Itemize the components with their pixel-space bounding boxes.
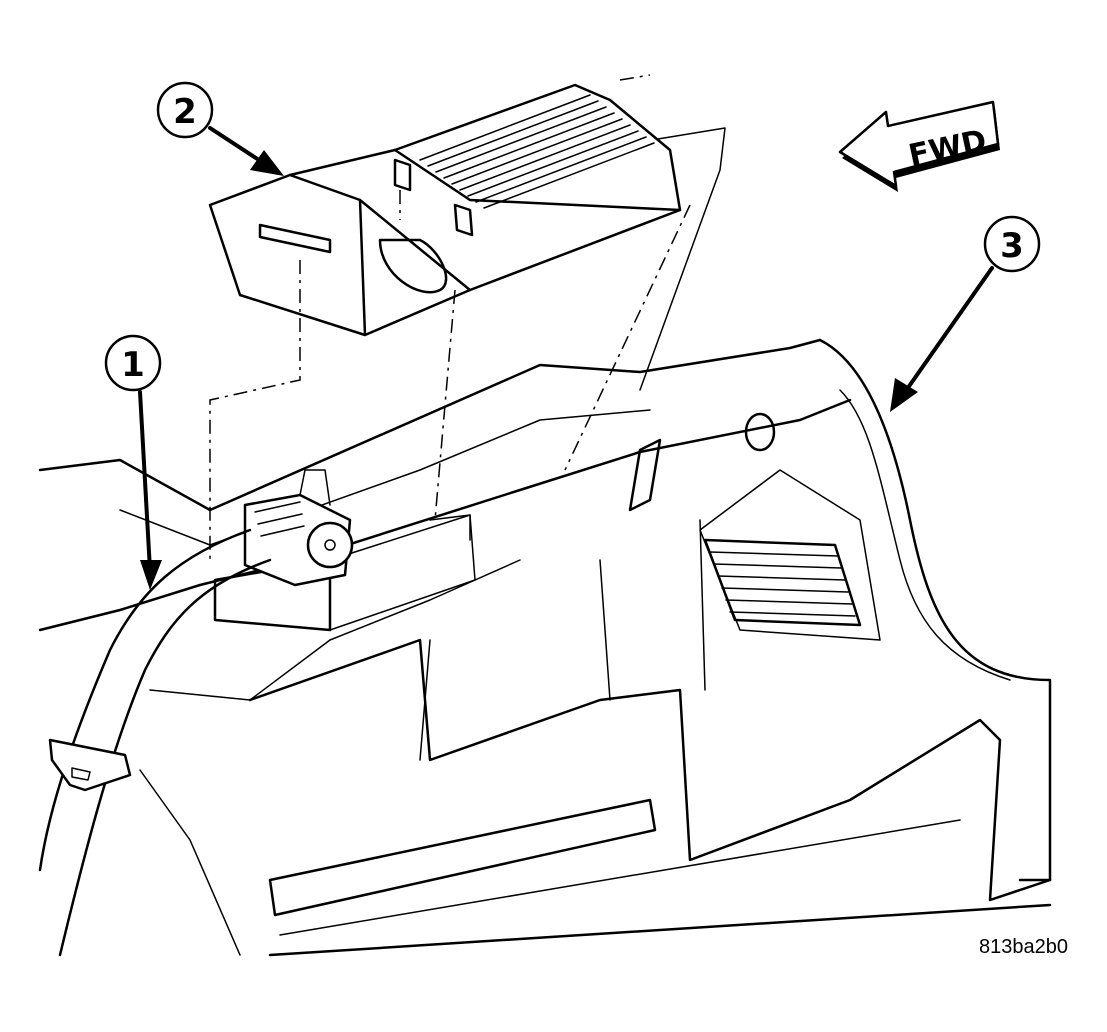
seat-belt-retractor [243, 469, 354, 587]
callout-3-label: 3 [1000, 226, 1024, 266]
figure-code: 813ba2b0 [979, 936, 1068, 958]
callout-1: 1 [104, 334, 162, 590]
seat-belt-webbing [38, 528, 272, 957]
forward-direction-arrow: FWD [838, 100, 1000, 192]
alignment-lines [209, 74, 691, 560]
cover-ribs [419, 94, 655, 209]
callout-2: 2 [156, 81, 284, 176]
retractor-cover [208, 83, 682, 337]
callout-3: 3 [890, 215, 1041, 412]
arrowhead-1 [140, 560, 162, 590]
arrowhead-3 [890, 378, 918, 412]
arrowhead-2 [250, 150, 284, 176]
callout-1-label: 1 [121, 345, 145, 385]
vent-grille [703, 538, 862, 627]
callout-2-label: 2 [173, 92, 197, 132]
